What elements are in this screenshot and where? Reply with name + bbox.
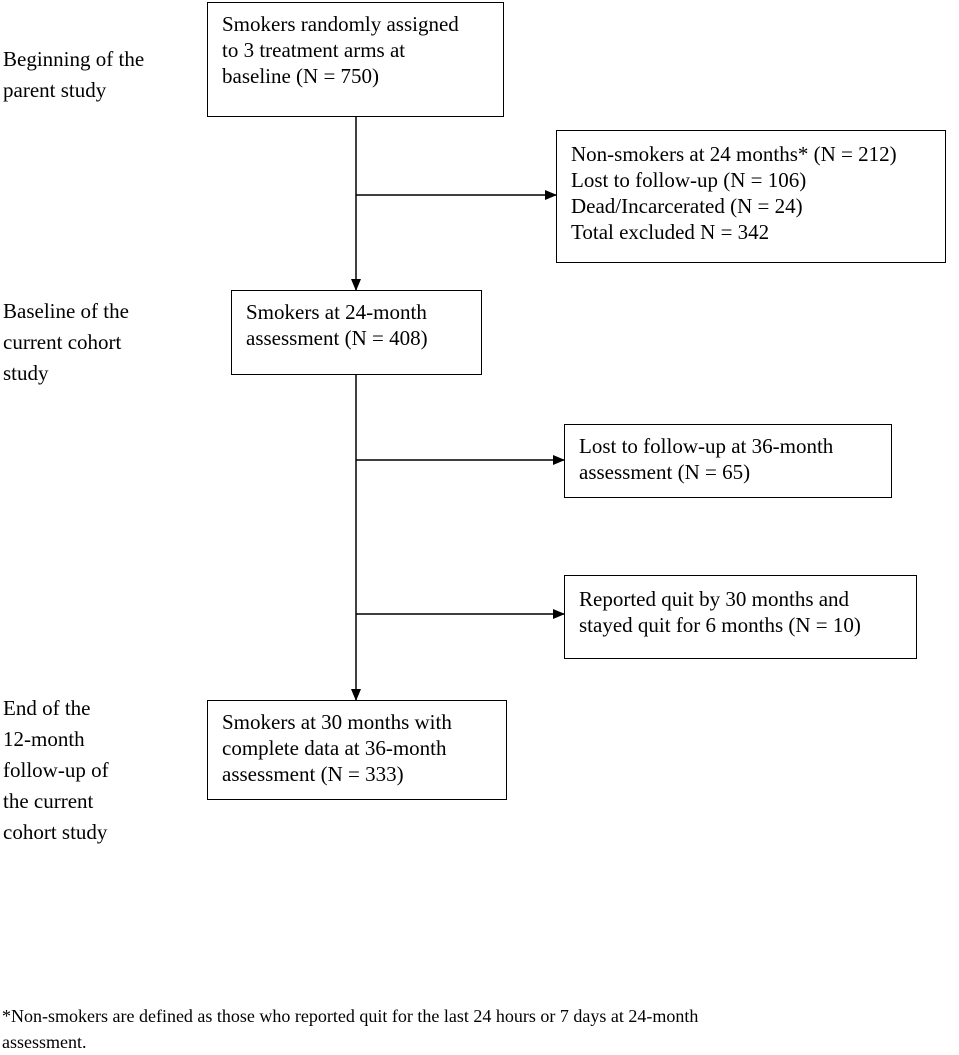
box-line: baseline (N = 750) bbox=[222, 64, 380, 88]
stage-label-line: Beginning of the bbox=[3, 47, 145, 71]
box-excluded: Non-smokers at 24 months* (N = 212) Lost… bbox=[556, 130, 946, 263]
box-line: Lost to follow-up at 36-month bbox=[579, 434, 834, 458]
box-line: Non-smokers at 24 months* (N = 212) bbox=[571, 142, 897, 166]
footnote-line: *Non-smokers are defined as those who re… bbox=[2, 1006, 699, 1026]
stage-label-line: study bbox=[3, 361, 49, 385]
stage-label-line: parent study bbox=[3, 78, 107, 102]
footnote-line: assessment. bbox=[2, 1032, 87, 1052]
box-randomized: Smokers randomly assigned to 3 treatment… bbox=[207, 2, 504, 117]
box-line: Lost to follow-up (N = 106) bbox=[571, 168, 807, 192]
stage-label-line: current cohort bbox=[3, 330, 122, 354]
box-line: Dead/Incarcerated (N = 24) bbox=[571, 194, 803, 218]
box-line: assessment (N = 333) bbox=[222, 762, 404, 786]
box-final-sample: Smokers at 30 months with complete data … bbox=[207, 700, 507, 800]
stage-label-line: the current bbox=[3, 789, 94, 813]
stage-label-line: End of the bbox=[3, 696, 91, 720]
stage-label-line: follow-up of bbox=[3, 758, 109, 782]
box-line: complete data at 36-month bbox=[222, 736, 447, 760]
box-line: Reported quit by 30 months and bbox=[579, 587, 850, 611]
box-line: Smokers at 30 months with bbox=[222, 710, 452, 734]
box-line: Smokers randomly assigned bbox=[222, 12, 459, 36]
stage-label-line: cohort study bbox=[3, 820, 108, 844]
box-line: assessment (N = 408) bbox=[246, 326, 428, 350]
box-line: Total excluded N = 342 bbox=[571, 220, 770, 244]
box-line: to 3 treatment arms at bbox=[222, 38, 406, 62]
stage-label-end: End of the 12-month follow-up of the cur… bbox=[3, 693, 109, 848]
box-smokers-24-month: Smokers at 24-month assessment (N = 408) bbox=[231, 290, 482, 375]
box-line: stayed quit for 6 months (N = 10) bbox=[579, 613, 861, 637]
stage-label-beginning: Beginning of the parent study bbox=[3, 44, 144, 106]
box-line: Smokers at 24-month bbox=[246, 300, 427, 324]
stage-label-baseline: Baseline of the current cohort study bbox=[3, 296, 129, 389]
stage-label-line: Baseline of the bbox=[3, 299, 129, 323]
box-quit-30-months: Reported quit by 30 months and stayed qu… bbox=[564, 575, 917, 659]
box-line: assessment (N = 65) bbox=[579, 460, 751, 484]
box-lost-36-month: Lost to follow-up at 36-month assessment… bbox=[564, 424, 892, 498]
stage-label-line: 12-month bbox=[3, 727, 85, 751]
footnote: *Non-smokers are defined as those who re… bbox=[2, 1003, 952, 1055]
